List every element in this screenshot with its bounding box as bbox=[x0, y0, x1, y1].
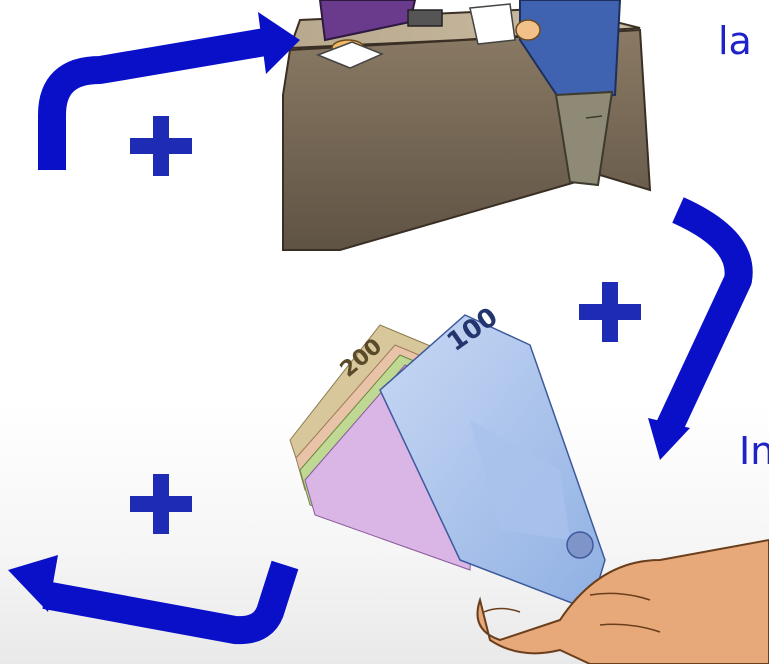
bank-counter-illustration bbox=[283, 0, 650, 250]
plus-icon bbox=[130, 474, 192, 534]
curved-arrow-down-left-bottom-icon bbox=[8, 555, 285, 630]
plus-icon bbox=[130, 116, 192, 176]
partial-text-middle-right: In bbox=[739, 432, 769, 470]
partial-text-top-right: la bbox=[718, 22, 752, 60]
plus-icon bbox=[579, 282, 641, 342]
curved-arrow-down-left-icon bbox=[648, 210, 739, 460]
